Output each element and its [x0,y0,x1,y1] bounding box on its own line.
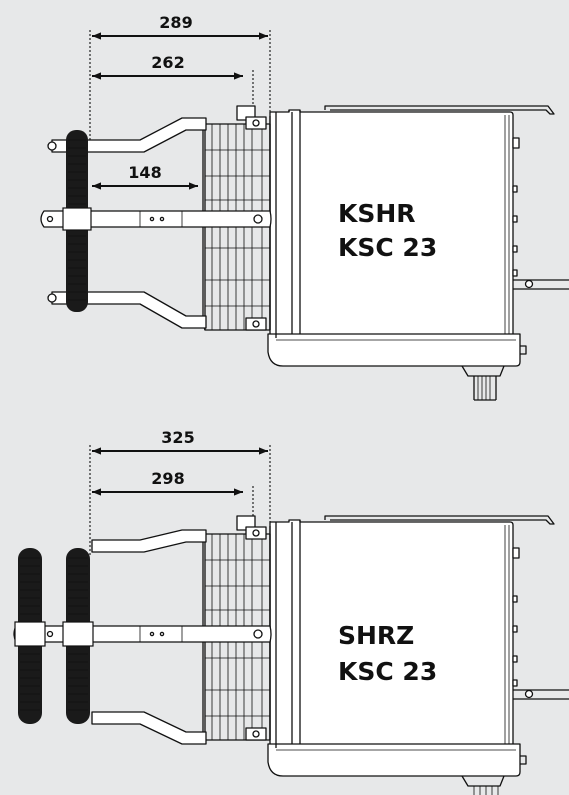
model-label-line2: KSC 23 [338,233,437,262]
dimension-label: 289 [159,13,192,32]
dimension-325: 325 [92,428,268,455]
dimension-label: 148 [128,163,161,182]
heater-view-bottom: 325 298 [13,428,569,795]
heater-body [267,105,569,401]
heating-coil-outer [14,548,46,724]
heater-body [267,515,569,795]
model-label-line2: KSC 23 [338,657,437,686]
dimension-148: 148 [92,163,198,190]
heater-view-top: 289 262 148 [40,13,569,401]
dimension-262: 262 [92,53,243,80]
dimension-label: 262 [151,53,184,72]
dimension-label: 298 [151,469,184,488]
heating-coil-inner [62,548,94,724]
dimension-label: 325 [161,428,194,447]
support-bars [13,529,272,745]
heating-coil [62,130,92,312]
model-label-line1: SHRZ [338,621,414,650]
dimension-298: 298 [92,469,243,496]
dimension-289: 289 [92,13,268,40]
model-label-line1: KSHR [338,199,416,228]
